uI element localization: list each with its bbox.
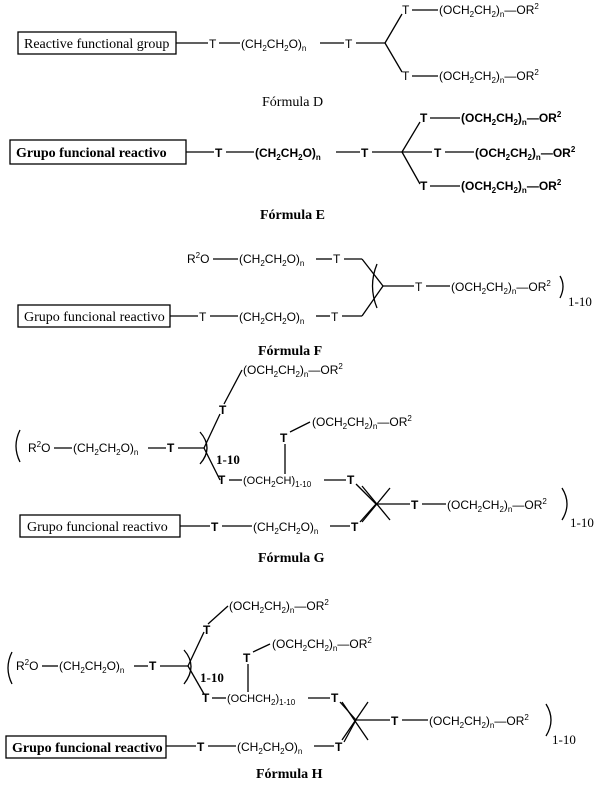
formula-h-box (5, 735, 167, 759)
svg-text:(OCH2CH2)n—OR2: (OCH2CH2)n—OR2 (447, 497, 547, 514)
svg-text:R2O: R2O (187, 251, 209, 266)
svg-text:(CH2CH2O)n: (CH2CH2O)n (255, 146, 321, 162)
svg-text:T: T (209, 37, 217, 51)
svg-text:T: T (199, 310, 207, 324)
svg-text:T: T (215, 146, 223, 160)
svg-text:T: T (203, 623, 211, 637)
svg-text:T: T (402, 3, 410, 17)
svg-text:T: T (420, 111, 428, 125)
svg-text:(OCH2CH2)n—OR2: (OCH2CH2)n—OR2 (229, 598, 329, 615)
svg-text:T: T (331, 310, 339, 324)
svg-text:T: T (345, 37, 353, 51)
svg-text:T: T (167, 441, 175, 455)
svg-text:T: T (335, 740, 343, 754)
svg-text:(OCHCH2)1-10: (OCHCH2)1-10 (227, 693, 296, 707)
svg-text:T: T (347, 473, 355, 487)
svg-text:(OCH2CH2)n—OR2: (OCH2CH2)n—OR2 (243, 362, 343, 379)
svg-text:(CH2CH2O)n: (CH2CH2O)n (239, 252, 304, 268)
formula-f-caption: Fórmula F (258, 344, 322, 359)
svg-text:(OCH2CH2)n—OR2: (OCH2CH2)n—OR2 (439, 2, 539, 19)
svg-text:(OCH2CH2)n—OR2: (OCH2CH2)n—OR2 (312, 414, 412, 431)
formula-h-caption: Fórmula H (256, 767, 323, 782)
formula-h: R2O (CH2CH2O)n T 1-10 T (OCH2CH2)n—OR2 T… (5, 598, 576, 782)
svg-text:(OCH2CH2)n—OR2: (OCH2CH2)n—OR2 (475, 145, 576, 162)
svg-text:(CH2CH2O)n: (CH2CH2O)n (59, 659, 124, 675)
svg-text:T: T (149, 659, 157, 673)
svg-text:(CH2CH2O)n: (CH2CH2O)n (237, 740, 302, 756)
svg-text:1-10: 1-10 (568, 294, 592, 309)
formula-g: R2O (CH2CH2O)n T 1-10 T (OCH2CH2)n—OR2 T… (15, 362, 594, 566)
svg-text:1-10: 1-10 (216, 452, 240, 467)
formula-e-caption: Fórmula E (260, 208, 325, 223)
svg-text:T: T (391, 714, 399, 728)
formula-e: Grupo funcional reactivo T (CH2CH2O)n T … (9, 110, 576, 223)
svg-text:T: T (411, 498, 419, 512)
svg-text:T: T (202, 691, 210, 705)
svg-text:T: T (197, 740, 205, 754)
svg-text:T: T (402, 69, 410, 83)
svg-text:T: T (331, 691, 339, 705)
svg-text:T: T (211, 520, 219, 534)
formula-d-box-label: Reactive functional group (24, 37, 169, 52)
svg-text:T: T (243, 651, 251, 665)
svg-text:T: T (415, 280, 423, 294)
formula-g-caption: Fórmula G (258, 551, 325, 566)
svg-text:T: T (219, 403, 227, 417)
svg-text:(OCH2CH2)n—OR2: (OCH2CH2)n—OR2 (272, 636, 372, 653)
formula-h-box-label: Grupo funcional reactivo (12, 741, 163, 756)
svg-text:(OCH2CH)1-10: (OCH2CH)1-10 (243, 475, 312, 489)
svg-text:T: T (218, 473, 226, 487)
svg-text:(OCH2CH2)n—OR2: (OCH2CH2)n—OR2 (429, 713, 529, 730)
formula-e-box-label: Grupo funcional reactivo (16, 146, 167, 161)
svg-text:R2O: R2O (16, 658, 38, 673)
svg-text:(OCH2CH2)n—OR2: (OCH2CH2)n—OR2 (461, 178, 562, 195)
formula-d: Reactive functional group T (CH2CH2O)n T… (17, 2, 539, 110)
svg-text:T: T (361, 146, 369, 160)
svg-text:T: T (333, 252, 341, 266)
svg-text:(CH2CH2O)n: (CH2CH2O)n (239, 310, 304, 326)
svg-text:(OCH2CH2)n—OR2: (OCH2CH2)n—OR2 (439, 68, 539, 85)
svg-text:1-10: 1-10 (570, 515, 594, 530)
svg-text:(CH2CH2O)n: (CH2CH2O)n (253, 520, 318, 536)
svg-text:(CH2CH2O)n: (CH2CH2O)n (73, 441, 138, 457)
formula-f: R2O (CH2CH2O)n T Grupo funcional reactiv… (17, 251, 592, 359)
svg-text:1-10: 1-10 (552, 732, 576, 747)
svg-text:(OCH2CH2)n—OR2: (OCH2CH2)n—OR2 (461, 110, 562, 127)
formula-f-box-label: Grupo funcional reactivo (24, 310, 165, 325)
svg-text:T: T (280, 431, 288, 445)
svg-text:1-10: 1-10 (200, 670, 224, 685)
formula-d-caption: Fórmula D (262, 95, 323, 110)
svg-text:R2O: R2O (28, 440, 50, 455)
svg-text:(OCH2CH2)n—OR2: (OCH2CH2)n—OR2 (451, 279, 551, 296)
svg-text:T: T (351, 520, 359, 534)
svg-text:T: T (420, 179, 428, 193)
formula-d-peg: (CH2CH2O)n (241, 37, 306, 53)
svg-text:T: T (434, 146, 442, 160)
formula-g-box-label: Grupo funcional reactivo (27, 520, 168, 535)
